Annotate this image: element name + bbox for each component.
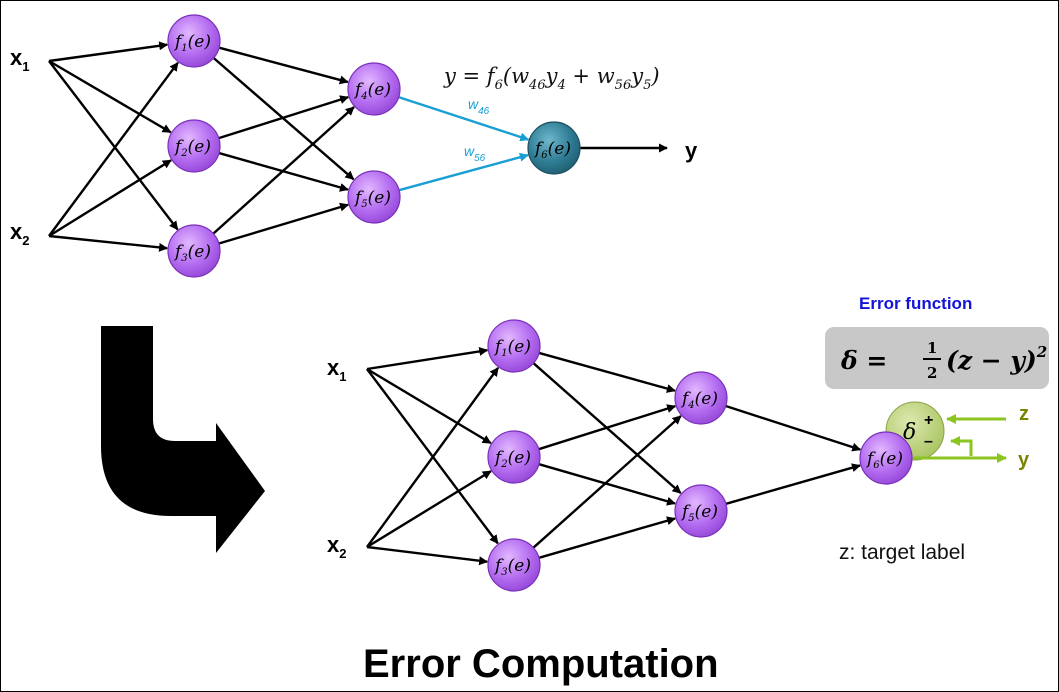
node-label: f6(e)	[865, 449, 903, 471]
node-label: f3(e)	[493, 556, 531, 578]
bottom-input-x1-label: x1	[327, 355, 346, 384]
bottom-edge-x1-f1	[366, 346, 489, 371]
node-label: f4(e)	[680, 389, 718, 411]
node-label: f5(e)	[353, 188, 391, 210]
top-input-x1-label: x1	[10, 45, 29, 74]
y-label: y	[1018, 449, 1030, 471]
top-output-y-label: y	[685, 138, 698, 163]
bottom-node-f5: f5(e)	[674, 484, 728, 538]
node-label: f5(e)	[680, 502, 718, 524]
bottom-network-edges	[366, 346, 862, 566]
top-node-f6: f6(e)	[527, 121, 581, 175]
transition-arrow	[101, 326, 265, 553]
node-label: f1(e)	[173, 32, 211, 54]
top-edge-f2-f4	[218, 95, 350, 140]
bottom-edge-f3-f4	[532, 415, 682, 549]
top-edge-x2-f3	[48, 234, 169, 252]
error-function-numerator: 1	[927, 339, 937, 357]
network-nodes: f1(e) f2(e) f3(e) f4(e) f5(e) f6(e) f1(e) f2(e)…	[167, 14, 913, 592]
node-label: f2(e)	[173, 137, 211, 159]
node-label: f4(e)	[353, 80, 391, 102]
bottom-edge-x1-f2	[366, 367, 492, 445]
y-feedback-arrow	[950, 436, 973, 456]
weight-w46-label: w46	[468, 96, 490, 117]
bottom-edge-f5-f6	[725, 463, 861, 505]
bottom-edge-x2-f2	[366, 470, 492, 549]
bottom-node-f4: f4(e)	[674, 371, 728, 425]
bottom-edge-x2-f1	[366, 367, 500, 548]
top-node-f5: f5(e)	[347, 170, 401, 224]
error-function-lhs: δ =	[840, 346, 887, 375]
top-edge-x1-f2	[48, 59, 172, 134]
top-edge-x1-f3	[48, 60, 179, 231]
top-edge-f3-f4	[212, 106, 355, 235]
diagram-caption: Error Computation	[363, 642, 719, 686]
weight-w56-label: w56	[464, 143, 486, 164]
error-function-rhs: (z − y)2	[946, 343, 1047, 375]
bottom-node-f1: f1(e)	[487, 319, 541, 373]
top-network-edges	[48, 41, 668, 252]
top-edge-f3-f5	[218, 202, 350, 245]
top-node-f3: f3(e)	[167, 224, 221, 278]
minus-sign: –	[924, 433, 933, 450]
node-label: f2(e)	[493, 448, 531, 470]
error-function-denominator: 2	[927, 364, 937, 382]
top-edge-f1-f4	[218, 46, 349, 85]
top-node-f1: f1(e)	[167, 14, 221, 68]
top-edge-f4-f6	[398, 95, 530, 142]
bottom-edge-f1-f4	[538, 351, 676, 393]
node-label: f3(e)	[173, 242, 211, 264]
error-function-title: Error function	[859, 294, 972, 313]
top-node-f2: f2(e)	[167, 119, 221, 173]
top-edge-x2-f2	[48, 159, 172, 238]
bottom-node-f6: f6(e)	[859, 431, 913, 485]
bottom-node-f2: f2(e)	[487, 430, 541, 484]
target-label-note: z: target label	[839, 541, 965, 564]
bottom-input-x2-label: x2	[327, 532, 346, 561]
bottom-edge-x2-f3	[366, 545, 489, 566]
bottom-edge-f3-f5	[538, 516, 676, 559]
top-edge-f5-f6	[398, 152, 529, 192]
node-label: f6(e)	[533, 139, 571, 161]
bottom-edge-f4-f6	[725, 404, 862, 452]
top-edge-x2-f1	[48, 61, 179, 237]
z-label: z	[1019, 403, 1029, 425]
delta-symbol: δ	[903, 420, 916, 445]
top-input-x2-label: x2	[10, 219, 29, 248]
top-edge-x1-f1	[48, 41, 169, 63]
bottom-node-f3: f3(e)	[487, 538, 541, 592]
node-label: f1(e)	[493, 337, 531, 359]
top-node-f4: f4(e)	[347, 62, 401, 116]
output-formula: y = f6(w46y4 + w56y5)	[443, 64, 660, 93]
plus-sign: +	[924, 412, 933, 429]
bottom-edge-f2-f4	[538, 404, 677, 451]
bottom-edge-f2-f5	[538, 463, 676, 506]
